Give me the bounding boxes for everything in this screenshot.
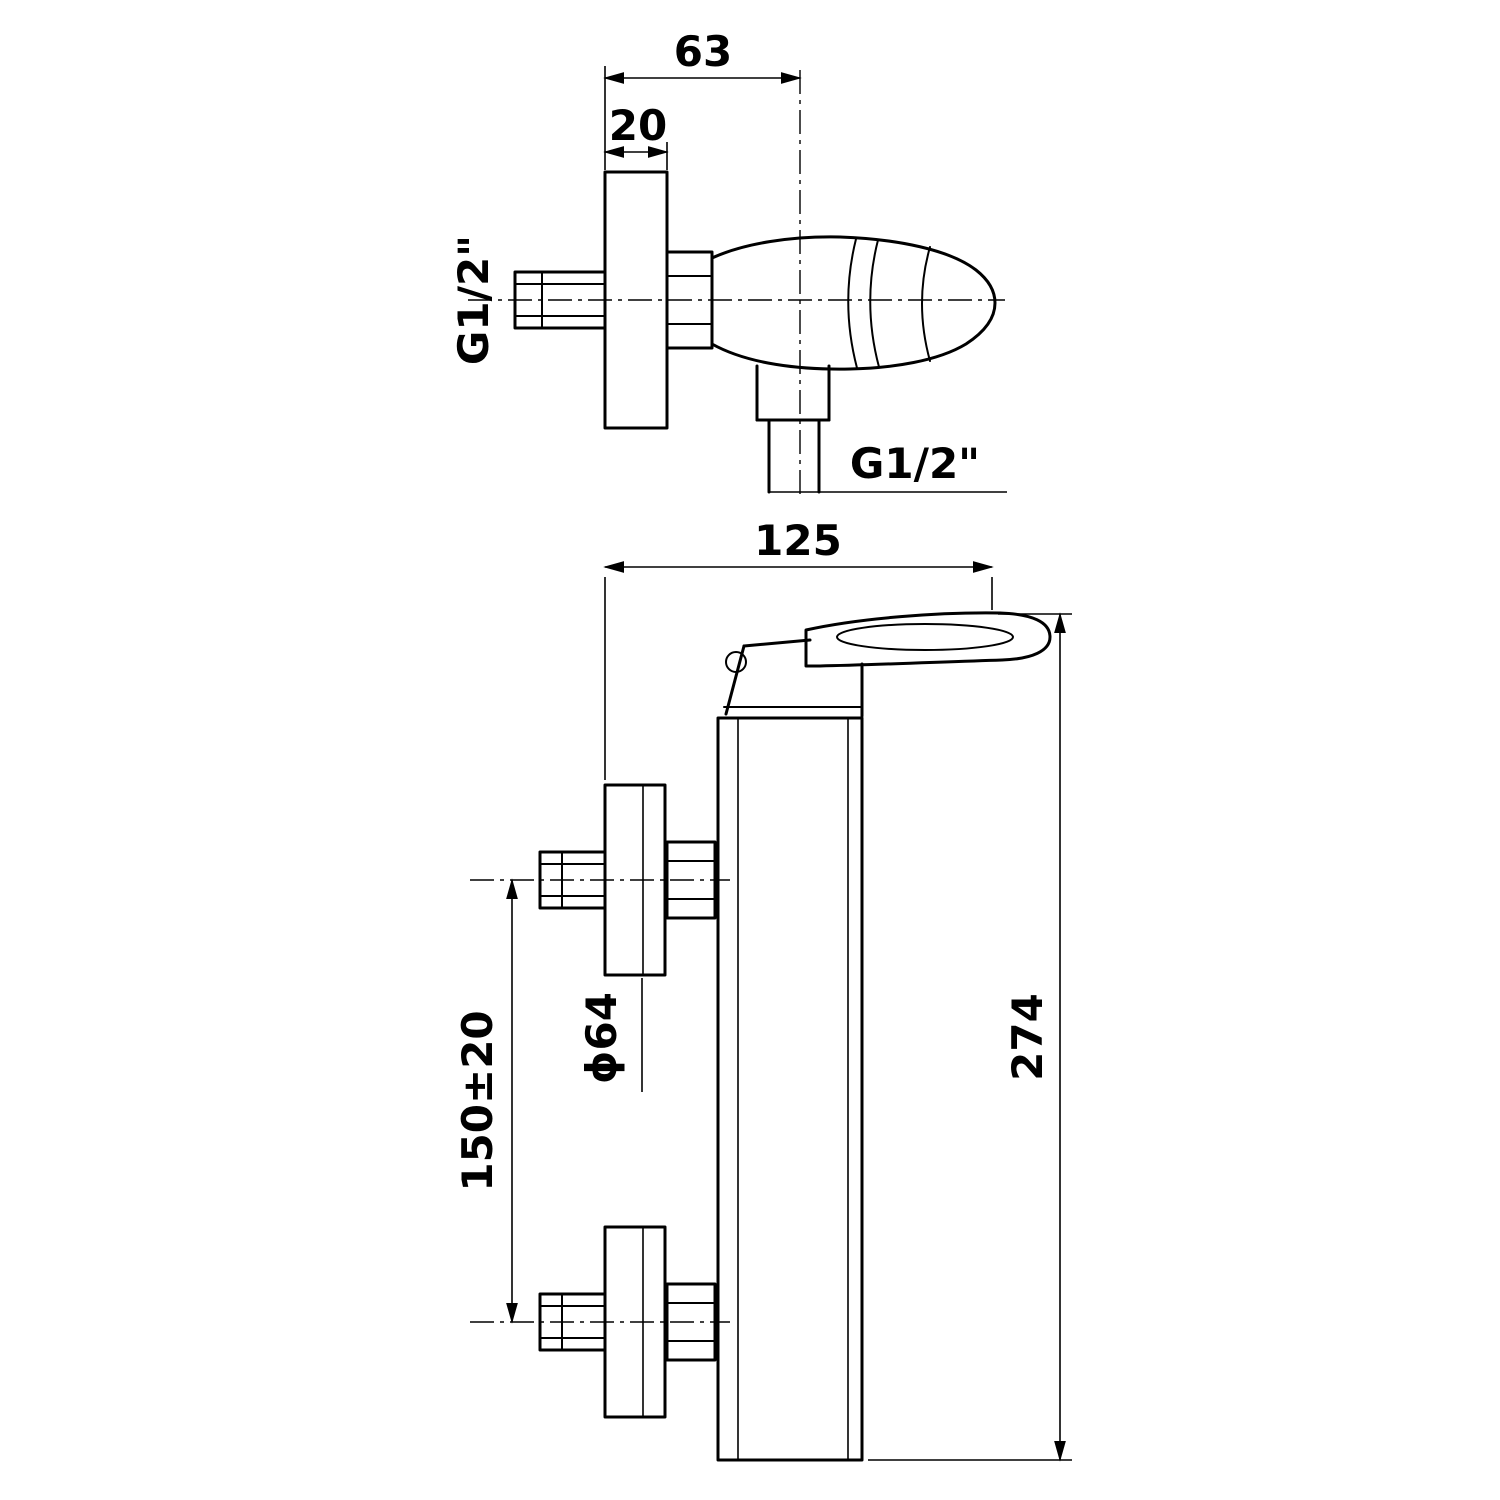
dim-63: 63 [603,27,802,170]
outlet-thread-label: G1/2" [850,439,980,488]
valve-body [710,235,997,371]
upper-wall-connection [538,783,717,977]
spout-head [723,611,1052,718]
dim-150: 150±20 [453,878,518,1324]
dim-flange-diameter-label: ϕ64 [577,992,626,1084]
dim-20-label: 20 [609,101,667,150]
front-view-centerlines [470,879,730,1323]
inlet-thread-label: G1/2" [449,235,498,365]
dim-20: 20 [603,101,669,170]
outlet-stub [755,364,1007,494]
lower-wall-connection [538,1225,717,1419]
top-view-centerlines [468,70,1005,500]
dim-63-label: 63 [674,27,732,76]
mixer-body [716,716,864,1462]
front-view: 125 [453,516,1072,1462]
dim-274: 274 [868,612,1072,1462]
dim-125-label: 125 [754,516,842,565]
top-view: 63 20 G1/2" [449,27,1007,500]
pivot-screw [725,651,747,673]
dim-150-label: 150±20 [453,1010,502,1191]
dim-274-label: 274 [1003,993,1052,1081]
dim-125: 125 [603,516,994,780]
dim-flange-diameter: ϕ64 [577,978,643,1092]
